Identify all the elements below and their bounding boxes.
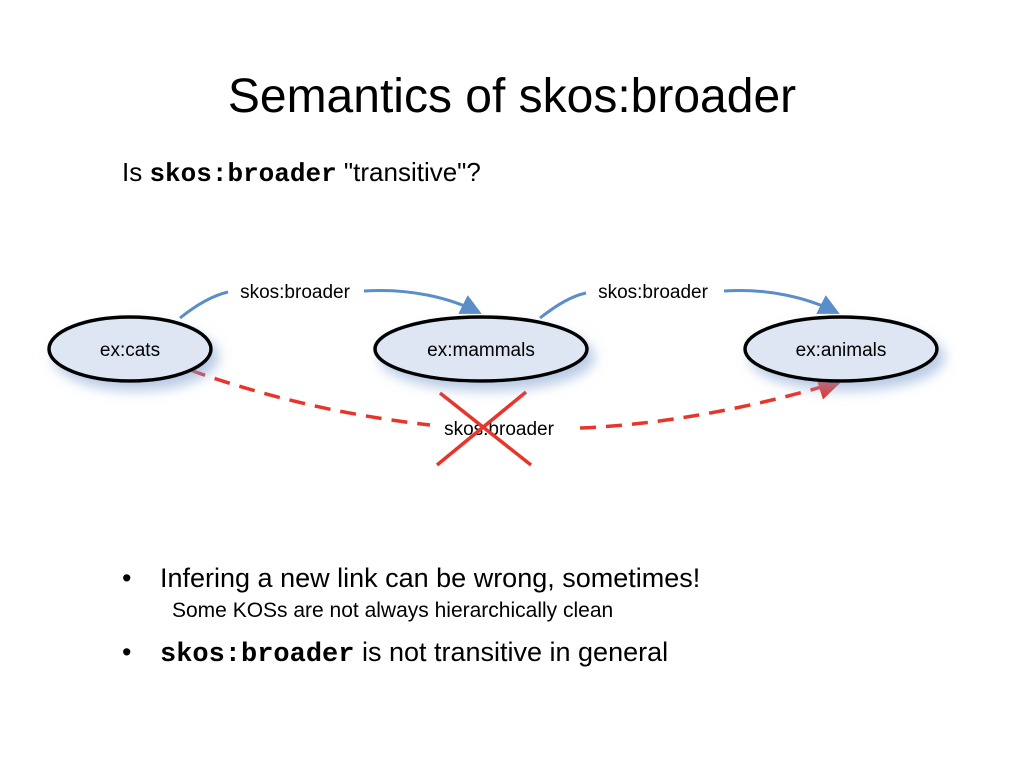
- sub-bullet-item: Some KOSs are not always hierarchically …: [120, 596, 1000, 626]
- question-code: skos:broader: [149, 159, 337, 189]
- edge-label-mammals-animals: skos:broader: [598, 282, 709, 303]
- question-prefix: Is: [122, 157, 150, 187]
- question-text: Is skos:broader "transitive"?: [122, 154, 481, 192]
- node-label-animals: ex:animals: [796, 340, 887, 361]
- node-cats: ex:cats: [47, 315, 213, 383]
- edge-cats-mammals: [179, 288, 478, 318]
- edge-label-cats-mammals: skos:broader: [240, 282, 351, 303]
- node-label-cats: ex:cats: [100, 340, 160, 361]
- node-animals: ex:animals: [743, 315, 939, 383]
- sub-bullet-text: Some KOSs are not always hierarchically …: [172, 599, 614, 622]
- node-label-mammals: ex:mammals: [427, 340, 535, 361]
- node-mammals: ex:mammals: [373, 315, 589, 383]
- bullet-text: is not transitive in general: [354, 637, 669, 667]
- bullet-item: • Infering a new link can be wrong, some…: [120, 560, 1000, 596]
- bullet-code: skos:broader: [160, 640, 355, 670]
- bullet-text: Infering a new link can be wrong, someti…: [160, 563, 701, 593]
- edge-label-cats-animals: skos:broader: [444, 419, 555, 440]
- question-suffix: "transitive"?: [336, 157, 481, 187]
- skos-diagram: skos:broader skos:broader skos:broader e…: [47, 282, 939, 467]
- cross-icon: [435, 390, 533, 467]
- edge-mammals-animals: [539, 288, 836, 318]
- edge-cats-animals-dashed: [189, 370, 838, 430]
- slide-title: Semantics of skos:broader: [227, 70, 797, 123]
- bullet-item: • skos:broader is not transitive in gene…: [120, 634, 1000, 673]
- bullet-list: • Infering a new link can be wrong, some…: [120, 560, 1000, 673]
- bullet-dot-icon: •: [122, 563, 132, 593]
- bullet-dot-icon: •: [122, 637, 132, 667]
